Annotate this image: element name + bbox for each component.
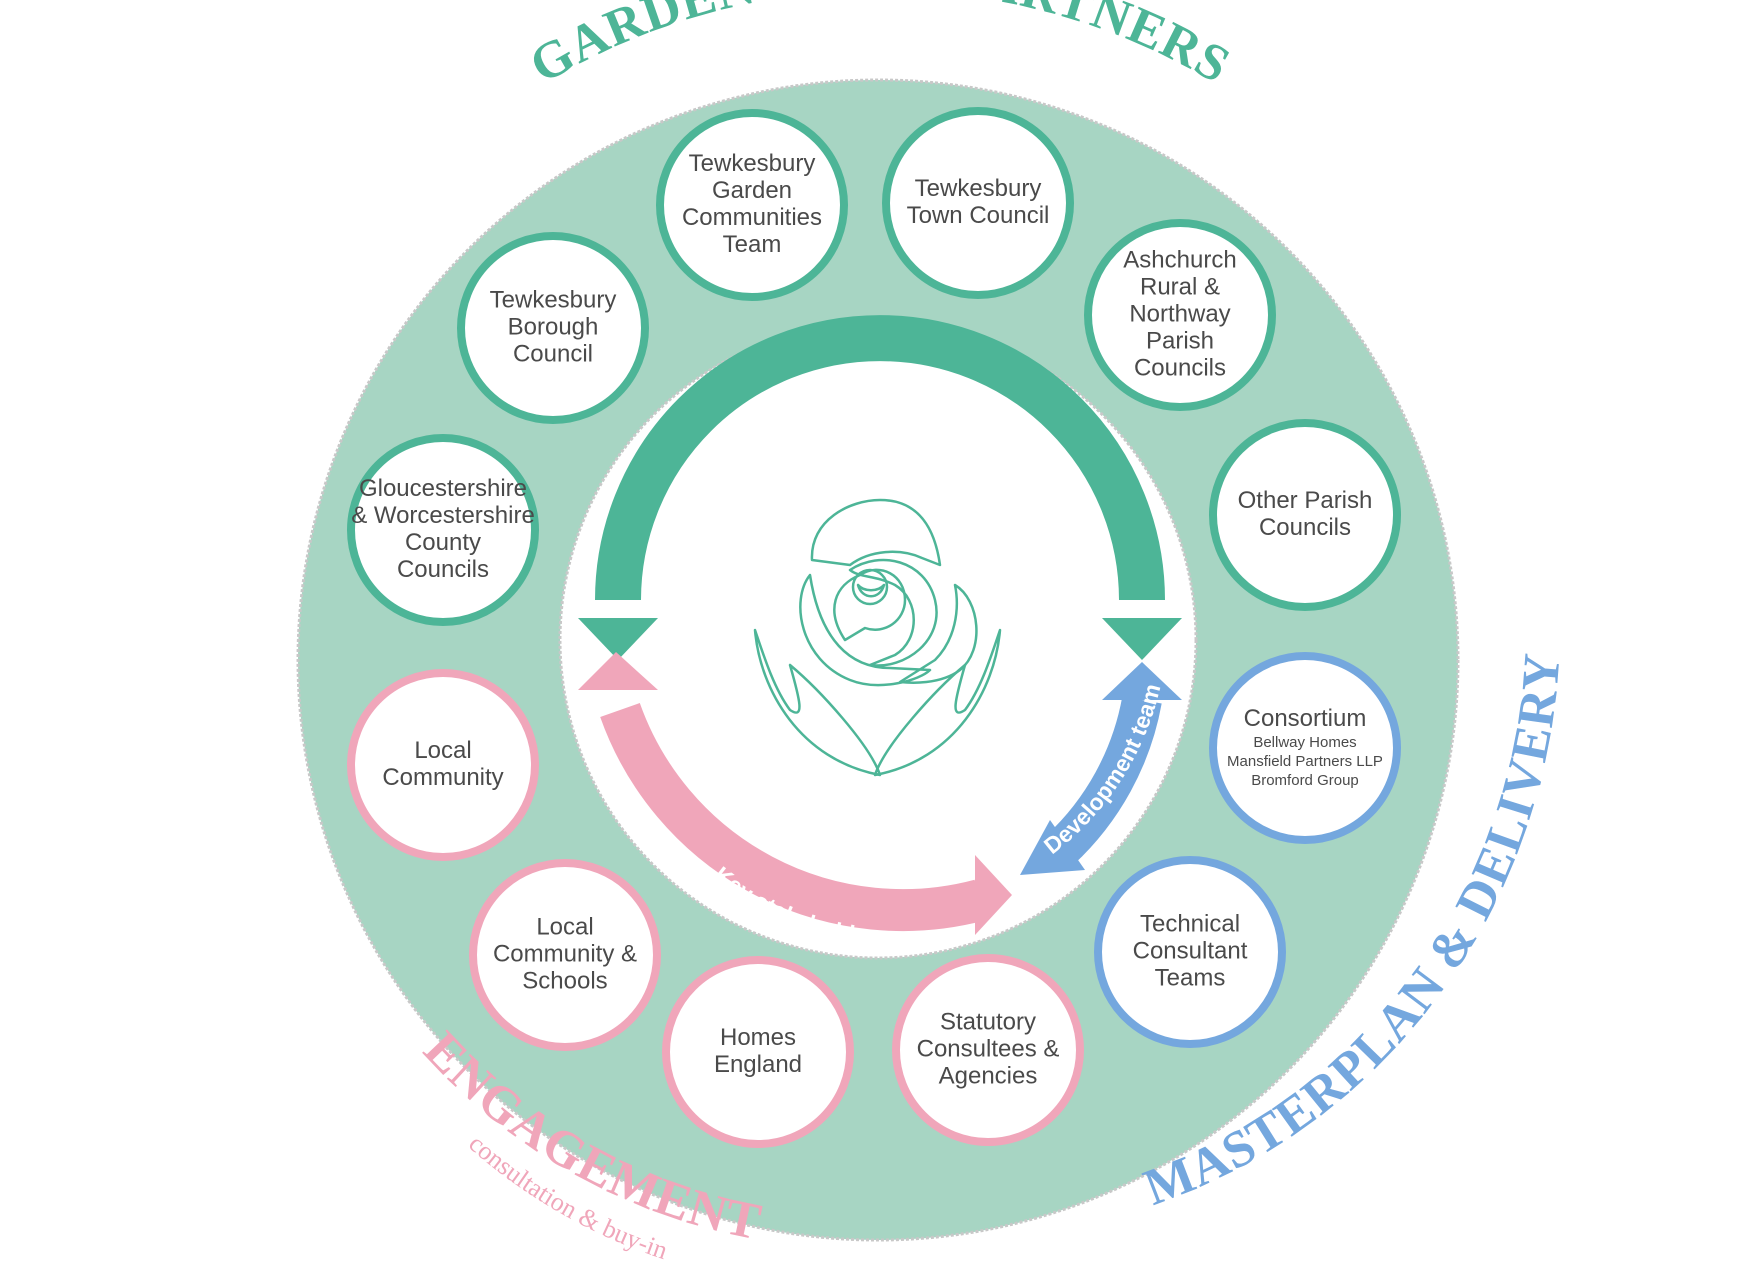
rose-in-hands-icon bbox=[753, 498, 1002, 777]
node-label-line: Gloucestershire bbox=[359, 475, 527, 502]
node-sublabel-line: Mansfield Partners LLP bbox=[1227, 753, 1383, 770]
stakeholders-arrow-head-right bbox=[975, 855, 1012, 935]
node-label-line: Council bbox=[513, 341, 593, 368]
node-label-line: Schools bbox=[522, 968, 607, 995]
node-label-line: Teams bbox=[1155, 965, 1226, 992]
development-arrow-body bbox=[1046, 696, 1162, 865]
node-circle bbox=[1209, 419, 1401, 611]
node-label-line: Community & bbox=[493, 941, 637, 968]
stakeholder-nodes: TewkesburyGardenCommunitiesTeamTewkesbur… bbox=[347, 107, 1401, 1148]
node-sublabel-line: Bromford Group bbox=[1251, 772, 1359, 789]
node-label-line: Councils bbox=[1134, 355, 1226, 382]
node-label-line: County bbox=[405, 529, 481, 556]
node-label-line: Garden bbox=[712, 177, 792, 204]
node-circle bbox=[457, 232, 649, 424]
node-label-line: Communities bbox=[682, 204, 822, 231]
node-circle bbox=[1094, 856, 1286, 1048]
node-label-line: Tewkesbury bbox=[689, 150, 816, 177]
node-circle bbox=[1209, 652, 1401, 844]
consenting-arrow-head-right bbox=[1102, 618, 1182, 660]
node-label-line: Rural & bbox=[1140, 274, 1220, 301]
node-label-line: Councils bbox=[1259, 514, 1351, 541]
node-label-line: Team bbox=[723, 231, 782, 258]
inner-white-disc bbox=[558, 320, 1198, 960]
node-circle bbox=[662, 956, 854, 1148]
node-label-line: & Worcestershire bbox=[351, 502, 535, 529]
node-gwcc: Gloucestershire& WorcestershireCountyCou… bbox=[347, 434, 539, 626]
node-label-line: Borough bbox=[508, 314, 599, 341]
node-circle bbox=[347, 669, 539, 861]
node-label-line: Homes bbox=[720, 1024, 796, 1051]
node-label-line: Community bbox=[382, 764, 503, 791]
node-circle bbox=[347, 434, 539, 626]
node-label-line: Consortium bbox=[1244, 705, 1367, 732]
node-label-line: Agencies bbox=[939, 1063, 1038, 1090]
node-label-line: Statutory bbox=[940, 1009, 1036, 1036]
node-sublabel-line: Bellway Homes bbox=[1253, 734, 1356, 751]
node-label-line: Ashchurch bbox=[1123, 247, 1236, 274]
node-label-line: Tewkesbury bbox=[490, 287, 617, 314]
node-circle bbox=[1084, 219, 1276, 411]
node-label-line: Parish bbox=[1146, 328, 1214, 355]
node-label-line: Northway bbox=[1129, 301, 1230, 328]
node-label-line: Town Council bbox=[907, 202, 1050, 229]
node-label-line: England bbox=[714, 1051, 802, 1078]
node-circle bbox=[469, 859, 661, 1051]
stakeholders-arrow-head-up bbox=[578, 652, 658, 690]
consenting-arrow-head-left bbox=[578, 618, 658, 660]
node-label-line: Technical bbox=[1140, 911, 1240, 938]
node-circle bbox=[656, 109, 848, 301]
node-circle bbox=[882, 107, 1074, 299]
node-label-line: Local bbox=[536, 914, 593, 941]
node-label-line: Consultees & bbox=[917, 1036, 1060, 1063]
stakeholders-arrow-body bbox=[600, 702, 986, 932]
consenting-arrow-body bbox=[595, 315, 1165, 601]
development-arrow-head-down bbox=[1020, 820, 1085, 875]
development-arrow-head-up bbox=[1102, 662, 1182, 700]
node-label-line: Local bbox=[414, 737, 471, 764]
node-label-line: Tewkesbury bbox=[915, 175, 1042, 202]
node-label-line: Other Parish bbox=[1238, 487, 1373, 514]
node-circle bbox=[892, 954, 1084, 1146]
node-label-line: Councils bbox=[397, 556, 489, 583]
node-label-line: Consultant bbox=[1133, 938, 1248, 965]
